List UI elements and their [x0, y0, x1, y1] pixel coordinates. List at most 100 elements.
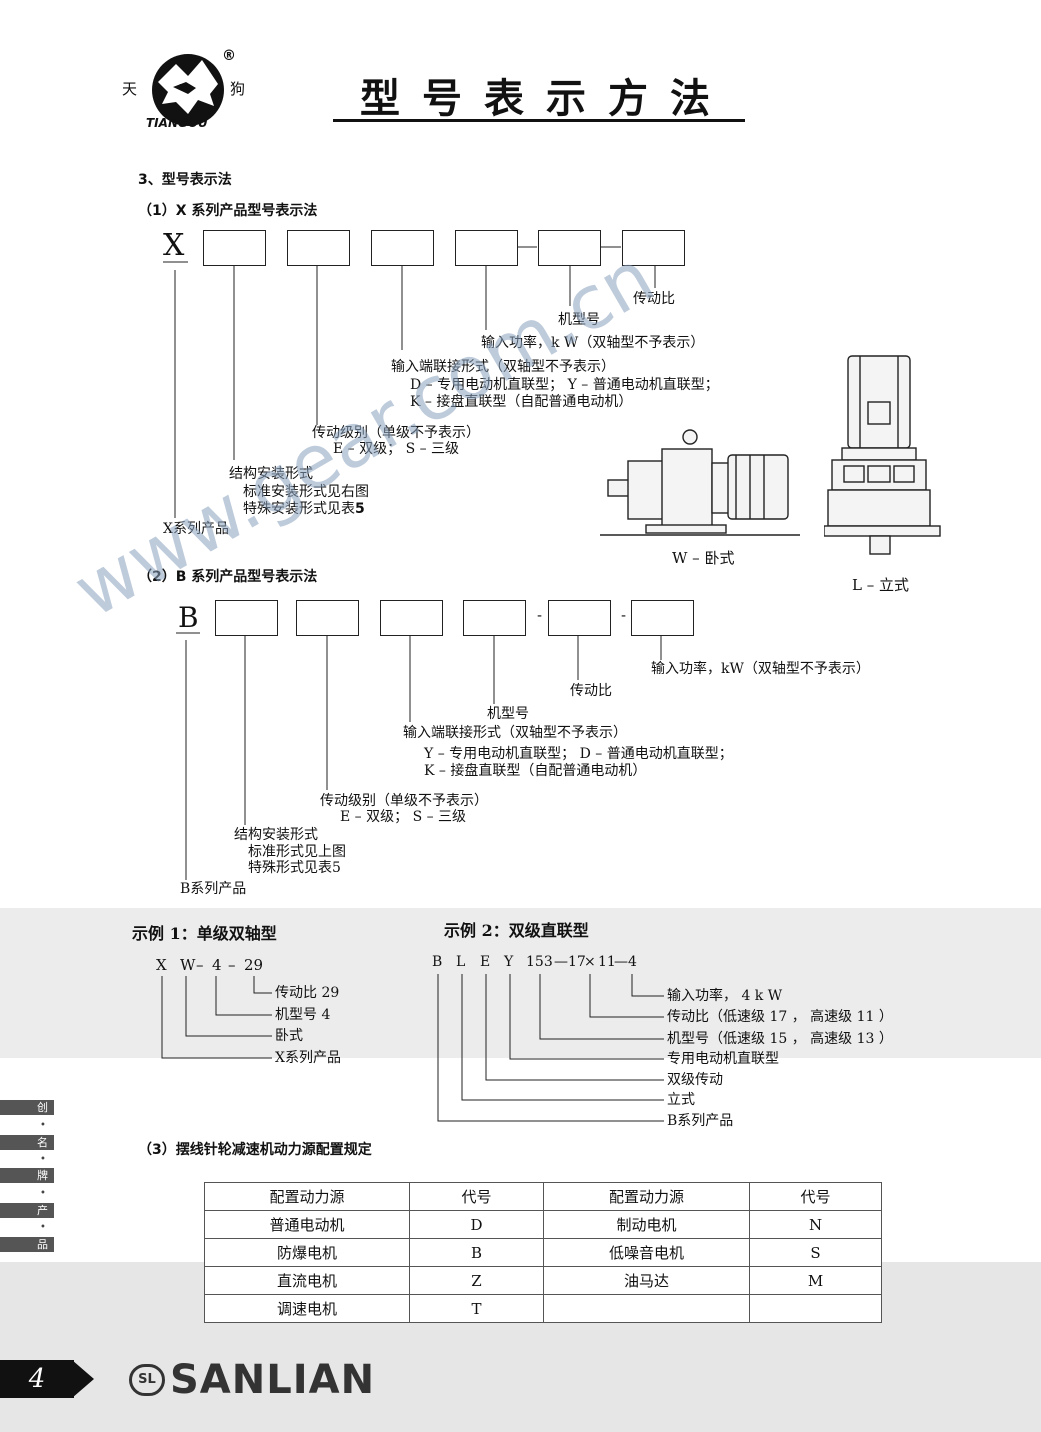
- x-label-mount-std: 标准安装形式见右图: [243, 484, 369, 500]
- table-cell: 制动电机: [543, 1210, 750, 1239]
- ex2-code-l: L: [456, 954, 466, 970]
- x-code-box-frame: [538, 230, 601, 266]
- x-label-power: 输入功率，k W（双轴型不予表示）: [481, 335, 705, 351]
- table-header-cell: 代号: [749, 1182, 882, 1211]
- side-tab-4: 产: [0, 1203, 54, 1218]
- x-code-box-ratio: [622, 230, 685, 266]
- x-label-input-type-k: K – 接盘直联型（自配普通电动机）: [410, 394, 633, 410]
- side-dot-3: •: [40, 1188, 46, 1199]
- b-label-input-type-k: K – 接盘直联型（自配普通电动机）: [424, 763, 647, 779]
- x-code-box-power: [455, 230, 518, 266]
- example-band: [0, 908, 1041, 1058]
- b-label-stage: 传动级别（单级不予表示）: [320, 793, 488, 809]
- table-cell: 直流电机: [204, 1266, 410, 1295]
- b-label-stage-opts: E – 双级； S – 三级: [340, 809, 467, 825]
- page-number: 4: [0, 1360, 74, 1398]
- table-row: 直流电机 Z 油马达 M: [204, 1266, 882, 1295]
- side-dot-2: •: [40, 1154, 46, 1165]
- ex2-code-times: ×: [584, 954, 596, 970]
- ex2-label-input: 专用电动机直联型: [667, 1051, 779, 1067]
- ex1-code-frame: 4: [212, 956, 222, 974]
- logo-left-char: 天: [122, 80, 138, 98]
- ex1-code-dash2: –: [228, 956, 236, 974]
- ex2-code-frame: 153: [526, 954, 553, 970]
- side-tab-3: 牌: [0, 1168, 54, 1183]
- table-cell: 油马达: [543, 1266, 750, 1295]
- ex2-code-low: 17: [568, 954, 586, 970]
- b-series-heading: （2）B 系列产品型号表示法: [138, 569, 318, 585]
- ex2-label-series: B系列产品: [667, 1113, 734, 1129]
- x-label-stage-opts: E – 双级； S – 三级: [333, 441, 460, 457]
- title-rule: [333, 119, 745, 122]
- example2-title: 示例 2：双级直联型: [444, 921, 589, 940]
- x-label-input-type: 输入端联接形式（双轴型不予表示）: [391, 359, 615, 375]
- ex1-label-mount: 卧式: [275, 1028, 303, 1044]
- table-cell: S: [749, 1238, 882, 1267]
- x-label-input-type-d: D – 专用电动机直联型； Y – 普通电动机直联型；: [410, 377, 719, 393]
- x-label-frame: 机型号: [558, 312, 600, 328]
- b-label-mount: 结构安装形式: [234, 827, 318, 843]
- b-code-box-frame: [463, 600, 526, 636]
- fig-vertical-label: L – 立式: [852, 576, 909, 594]
- vertical-reducer-figure: [824, 355, 941, 555]
- x-code-box-stage: [287, 230, 350, 266]
- ex1-label-series: X系列产品: [275, 1050, 341, 1066]
- b-series-leader-lines: [176, 632, 662, 880]
- x-label-mount: 结构安装形式: [229, 466, 313, 482]
- side-tab-2: 名: [0, 1135, 54, 1150]
- b-code-box-ratio: [548, 600, 611, 636]
- table-cell: 低噪音电机: [543, 1238, 750, 1267]
- x-label-mount-special: 特殊安装形式见表5: [243, 501, 365, 517]
- ex2-code-b: B: [432, 954, 443, 970]
- horizontal-reducer-figure: [600, 429, 800, 536]
- x-label-ratio: 传动比: [633, 291, 675, 307]
- ex2-code-dash1: —: [554, 954, 568, 970]
- table-header-cell: 代号: [409, 1182, 544, 1211]
- table-cell: M: [749, 1266, 882, 1295]
- logo-text: TIANGOU: [146, 116, 208, 130]
- example1-leader-lines: [161, 976, 272, 1059]
- side-dot-1: •: [40, 1120, 46, 1131]
- page-number-arrow-icon: [72, 1360, 94, 1398]
- table-cell: [749, 1294, 882, 1323]
- x-series-heading: （1）X 系列产品型号表示法: [138, 203, 318, 219]
- table-cell: [543, 1294, 750, 1323]
- ex2-code-e: E: [480, 954, 491, 970]
- b-label-input-type-y: Y – 专用电动机直联型； D – 普通电动机直联型；: [424, 746, 733, 762]
- section3-3-heading: （3）摆线针轮减速机动力源配置规定: [138, 1142, 372, 1158]
- tiangou-logo: 天 狗 ® TIANGOU: [118, 42, 258, 137]
- table-cell: N: [749, 1210, 882, 1239]
- b-label-mount-special: 特殊形式见表5: [248, 860, 341, 876]
- x-series-leader-lines: [163, 246, 656, 518]
- table-cell: T: [409, 1294, 544, 1323]
- b-dash-2: -: [621, 608, 627, 624]
- b-label-mount-std: 标准形式见上图: [248, 844, 346, 860]
- b-label-power: 输入功率，kW（双轴型不予表示）: [651, 661, 870, 677]
- ex2-label-power: 输入功率， 4 k W: [667, 988, 783, 1004]
- ex2-label-frame: 机型号（低速级 15 ， 高速级 13 ）: [667, 1031, 893, 1047]
- b-label-frame: 机型号: [487, 706, 529, 722]
- table-cell: 防爆电机: [204, 1238, 410, 1267]
- b-label-series: B系列产品: [180, 881, 247, 897]
- example1-title: 示例 1：单级双轴型: [132, 924, 277, 943]
- b-label-ratio: 传动比: [570, 683, 612, 699]
- table-row: 防爆电机 B 低噪音电机 S: [204, 1238, 882, 1267]
- table-header-row: 配置动力源 代号 配置动力源 代号: [204, 1182, 882, 1211]
- b-code-box-stage: [296, 600, 359, 636]
- ex2-label-mount: 立式: [667, 1092, 695, 1108]
- wolf-head-icon: [152, 54, 224, 126]
- table-cell: 调速电机: [204, 1294, 410, 1323]
- table-header-cell: 配置动力源: [204, 1182, 410, 1211]
- ex2-code-dash2: —: [614, 954, 628, 970]
- brand-name: SANLIAN: [170, 1357, 376, 1403]
- example2-leader-lines: [437, 974, 664, 1122]
- ex1-label-ratio: 传动比 29: [275, 985, 340, 1001]
- table-cell: D: [409, 1210, 544, 1239]
- ex1-code-ratio: 29: [244, 956, 264, 974]
- side-dot-4: •: [40, 1222, 46, 1233]
- ex2-code-y: Y: [504, 954, 514, 970]
- table-header-cell: 配置动力源: [543, 1182, 750, 1211]
- fig-horizontal-label: W – 卧式: [672, 549, 735, 567]
- x-label-stage: 传动级别（单级不予表示）: [312, 425, 480, 441]
- b-dash-1: -: [537, 608, 543, 624]
